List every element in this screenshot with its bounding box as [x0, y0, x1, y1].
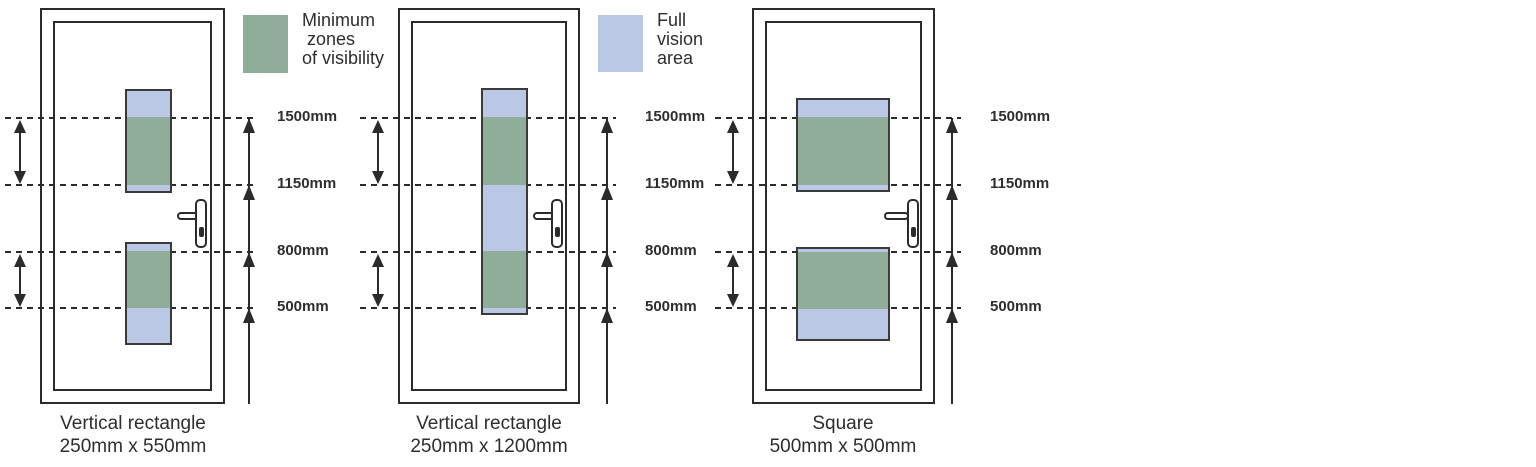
- dim-label-1150: 1150mm: [645, 175, 705, 192]
- measure-arrowhead-800: [243, 252, 255, 267]
- range-arrow-1500-1150: [727, 120, 739, 184]
- full-vision-segment: [483, 90, 526, 117]
- handle-keyhole: [555, 227, 560, 237]
- door-leaf: [53, 21, 212, 391]
- full-vision-segment: [127, 308, 170, 343]
- range-arrow-800-500: [727, 254, 739, 307]
- handle-backplate: [195, 199, 207, 248]
- door-caption-line2: 250mm x 550mm: [59, 436, 207, 457]
- measure-arrowhead-500: [243, 308, 255, 323]
- range-arrow-800-500: [372, 254, 384, 307]
- full-vision-segment: [127, 185, 170, 191]
- dim-label-800: 800mm: [277, 242, 329, 259]
- min-zone-segment: [798, 117, 888, 185]
- door-caption-line1: Vertical rectangle: [60, 413, 206, 434]
- min-zone-segment: [798, 252, 888, 309]
- dim-label-500: 500mm: [645, 298, 697, 315]
- door-caption: Vertical rectangle 250mm x 550mm: [28, 412, 238, 458]
- min-zones-swatch: [243, 15, 288, 73]
- dim-label-1500: 1500mm: [990, 108, 1051, 125]
- dim-label-800: 800mm: [645, 242, 697, 259]
- measure-arrowhead-500: [601, 308, 613, 323]
- handle-keyhole: [199, 227, 204, 237]
- full-vision-segment: [127, 244, 170, 251]
- full-vision-segment: [127, 91, 170, 117]
- measure-arrowhead-1500: [946, 118, 958, 133]
- door-caption-line1: Square: [812, 413, 874, 434]
- measure-arrowhead-1500: [601, 118, 613, 133]
- min-zone-segment: [127, 251, 170, 308]
- vision-panel-upper: [796, 98, 890, 192]
- door-caption: Square 500mm x 500mm: [738, 412, 948, 458]
- handle-keyhole: [911, 227, 916, 237]
- measure-arrowhead-800: [601, 252, 613, 267]
- door-caption-line2: 500mm x 500mm: [769, 436, 917, 457]
- door-caption: Vertical rectangle 250mm x 1200mm: [384, 412, 594, 458]
- dim-label-500: 500mm: [277, 298, 329, 315]
- full-vision-segment: [798, 249, 888, 252]
- dim-label-800: 800mm: [990, 242, 1042, 259]
- door-caption-line1: Vertical rectangle: [416, 413, 562, 434]
- measure-arrowhead-1150: [946, 185, 958, 200]
- range-arrow-1500-1150: [372, 120, 384, 184]
- door-frame: [398, 8, 580, 404]
- full-vision-segment: [798, 309, 888, 339]
- vision-panel-full-height: [481, 88, 528, 315]
- measure-arrowhead-1150: [601, 185, 613, 200]
- dim-label-1500: 1500mm: [645, 108, 706, 125]
- dim-label-1150: 1150mm: [277, 175, 337, 192]
- vision-panel-lower: [125, 242, 172, 345]
- full-vision-segment: [798, 100, 888, 117]
- measure-arrowhead-1500: [243, 118, 255, 133]
- full-vision-segment: [483, 185, 526, 251]
- door-frame: [752, 8, 935, 404]
- measure-arrowhead-500: [946, 308, 958, 323]
- door-leaf: [765, 21, 922, 391]
- min-zone-segment: [483, 251, 526, 308]
- dim-label-1150: 1150mm: [990, 175, 1050, 192]
- min-zone-segment: [483, 117, 526, 185]
- vision-panel-lower: [796, 247, 890, 341]
- door-frame: [40, 8, 225, 404]
- full-vision-segment: [798, 185, 888, 190]
- handle-lever: [884, 212, 909, 220]
- measure-arrowhead-1150: [243, 185, 255, 200]
- range-arrow-1500-1150: [14, 120, 26, 184]
- range-arrow-800-500: [14, 254, 26, 307]
- door-caption-line2: 250mm x 1200mm: [410, 436, 568, 457]
- door-leaf: [411, 21, 567, 391]
- full-vision-segment: [483, 308, 526, 313]
- min-zones-label: Minimum zones of visibility: [302, 10, 385, 68]
- handle-backplate: [907, 199, 919, 248]
- full-vision-swatch: [598, 15, 643, 72]
- dim-label-1500: 1500mm: [277, 108, 338, 125]
- min-zone-segment: [127, 117, 170, 185]
- dim-label-500: 500mm: [990, 298, 1042, 315]
- vision-panel-upper: [125, 89, 172, 193]
- handle-backplate: [551, 199, 563, 248]
- full-vision-label: Full vision area: [657, 10, 704, 68]
- measure-arrowhead-800: [946, 252, 958, 267]
